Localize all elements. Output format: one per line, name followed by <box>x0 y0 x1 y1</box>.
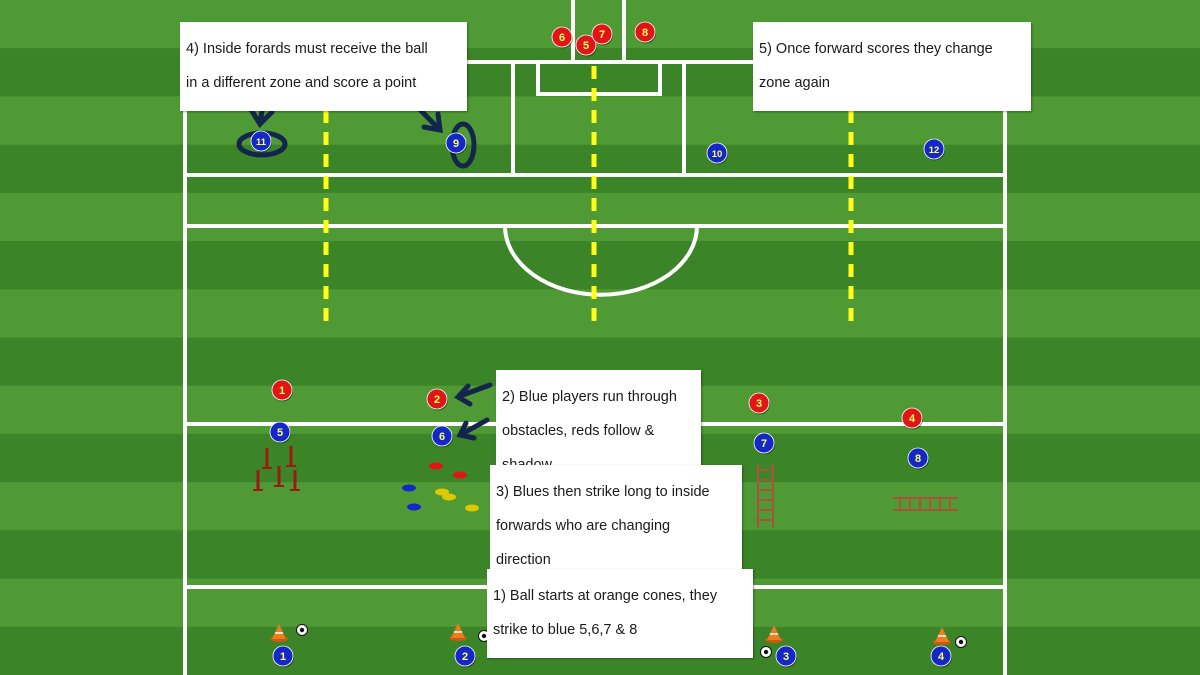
cone-icon <box>449 623 467 641</box>
cone-icon <box>933 627 951 645</box>
blue-player-8: 8 <box>907 447 929 470</box>
callout-step5-line2: zone again <box>759 75 830 91</box>
red-player-4: 4 <box>901 407 923 430</box>
grass-stripe <box>0 144 1200 194</box>
blue-player-4: 4 <box>930 645 952 668</box>
blue-player-1: 1 <box>272 645 294 668</box>
grass-stripe <box>0 192 1200 243</box>
flat-disc-marker-icon <box>435 488 449 496</box>
blue-player-5: 5 <box>269 421 291 444</box>
red-player-3-number: 3 <box>756 398 762 410</box>
soccer-ball-icon <box>296 624 308 636</box>
callout-step1-line2: strike to blue 5,6,7 & 8 <box>493 622 638 638</box>
red-player-6: 6 <box>551 26 573 49</box>
red-player-1-number: 1 <box>279 385 285 397</box>
red-player-1: 1 <box>271 379 293 402</box>
soccer-ball-icon <box>760 646 772 658</box>
callout-step3-line2: forwards who are changing <box>496 518 671 534</box>
callout-step3-line1: 3) Blues then strike long to inside <box>496 484 710 500</box>
blue-player-2: 2 <box>454 645 476 668</box>
blue-player-5-number: 5 <box>277 427 283 439</box>
red-player-2-number: 2 <box>434 394 440 406</box>
goal-area <box>536 60 662 96</box>
callout-step4-line1: 4) Inside forards must receive the ball <box>186 41 428 57</box>
blue-player-11: 11 <box>250 130 272 153</box>
callout-step5-line1: 5) Once forward scores they change <box>759 41 993 57</box>
footballs <box>296 624 967 658</box>
red-player-5-number: 5 <box>583 40 589 52</box>
cone-icon <box>270 624 288 642</box>
callout-step4: 4) Inside forards must receive the ball … <box>180 22 467 111</box>
blue-player-8-number: 8 <box>915 453 921 465</box>
callout-step5: 5) Once forward scores they change zone … <box>753 22 1031 111</box>
blue-player-7-number: 7 <box>761 438 767 450</box>
grass-stripe <box>0 241 1200 291</box>
red-player-8-number: 8 <box>642 27 648 39</box>
blue-player-12: 12 <box>923 138 945 161</box>
soccer-ball-icon <box>955 636 967 648</box>
red-player-7-number: 7 <box>599 29 605 41</box>
blue-player-4-number: 4 <box>938 651 945 663</box>
agility-ladder-vertical <box>757 464 774 528</box>
callout-step1-line1: 1) Ball starts at orange cones, they <box>493 588 718 604</box>
flat-disc-marker-icon <box>407 503 421 511</box>
soccer-ball-icon <box>478 630 490 642</box>
callout-step2-line1: 2) Blue players run through <box>502 389 677 405</box>
flat-disc-marker-icon <box>429 462 443 470</box>
agility-poles <box>253 446 300 491</box>
agility-ladder-horizontal <box>893 497 958 511</box>
callout-step3-line3: direction <box>496 552 551 568</box>
red-player-3: 3 <box>748 392 770 415</box>
blue-player-6-number: 6 <box>439 431 445 443</box>
cone-icon <box>765 625 783 643</box>
callout-step3: 3) Blues then strike long to inside forw… <box>490 465 742 588</box>
arrow-icon-to-red-2 <box>454 382 493 407</box>
callout-step2-line2: obstacles, reds follow & <box>502 423 655 439</box>
flat-disc-marker-icon <box>453 471 467 479</box>
red-player-5: 5 <box>575 34 597 57</box>
blue-player-10-number: 10 <box>712 149 723 160</box>
blue-player-6: 6 <box>431 425 453 448</box>
blue-player-9: 9 <box>445 132 467 155</box>
blue-player-9-number: 9 <box>453 138 459 150</box>
red-player-2: 2 <box>426 388 448 411</box>
blue-player-3-number: 3 <box>783 651 789 663</box>
blue-player-12-number: 12 <box>929 145 940 156</box>
red-player-4-number: 4 <box>909 413 916 425</box>
orange-cones <box>270 623 951 645</box>
blue-player-11-number: 11 <box>256 137 267 148</box>
callout-step4-line2: in a different zone and score a point <box>186 75 417 91</box>
red-player-6-number: 6 <box>559 32 565 44</box>
red-player-8: 8 <box>634 21 656 44</box>
penalty-arc <box>503 225 699 297</box>
flat-disc-marker-icon <box>465 504 479 512</box>
blue-player-3: 3 <box>775 645 797 668</box>
arrow-icon-to-blue-6 <box>456 417 490 441</box>
red-player-7: 7 <box>591 23 613 46</box>
grass-stripe <box>0 289 1200 339</box>
flat-disc-marker-icon <box>402 484 416 492</box>
flat-disc-markers <box>402 462 479 512</box>
blue-player-2-number: 2 <box>462 651 468 663</box>
blue-player-1-number: 1 <box>280 651 286 663</box>
blue-player-7: 7 <box>753 432 775 455</box>
flat-disc-marker-icon <box>442 493 456 501</box>
blue-player-10: 10 <box>706 142 728 165</box>
callout-step1: 1) Ball starts at orange cones, they str… <box>487 569 753 658</box>
